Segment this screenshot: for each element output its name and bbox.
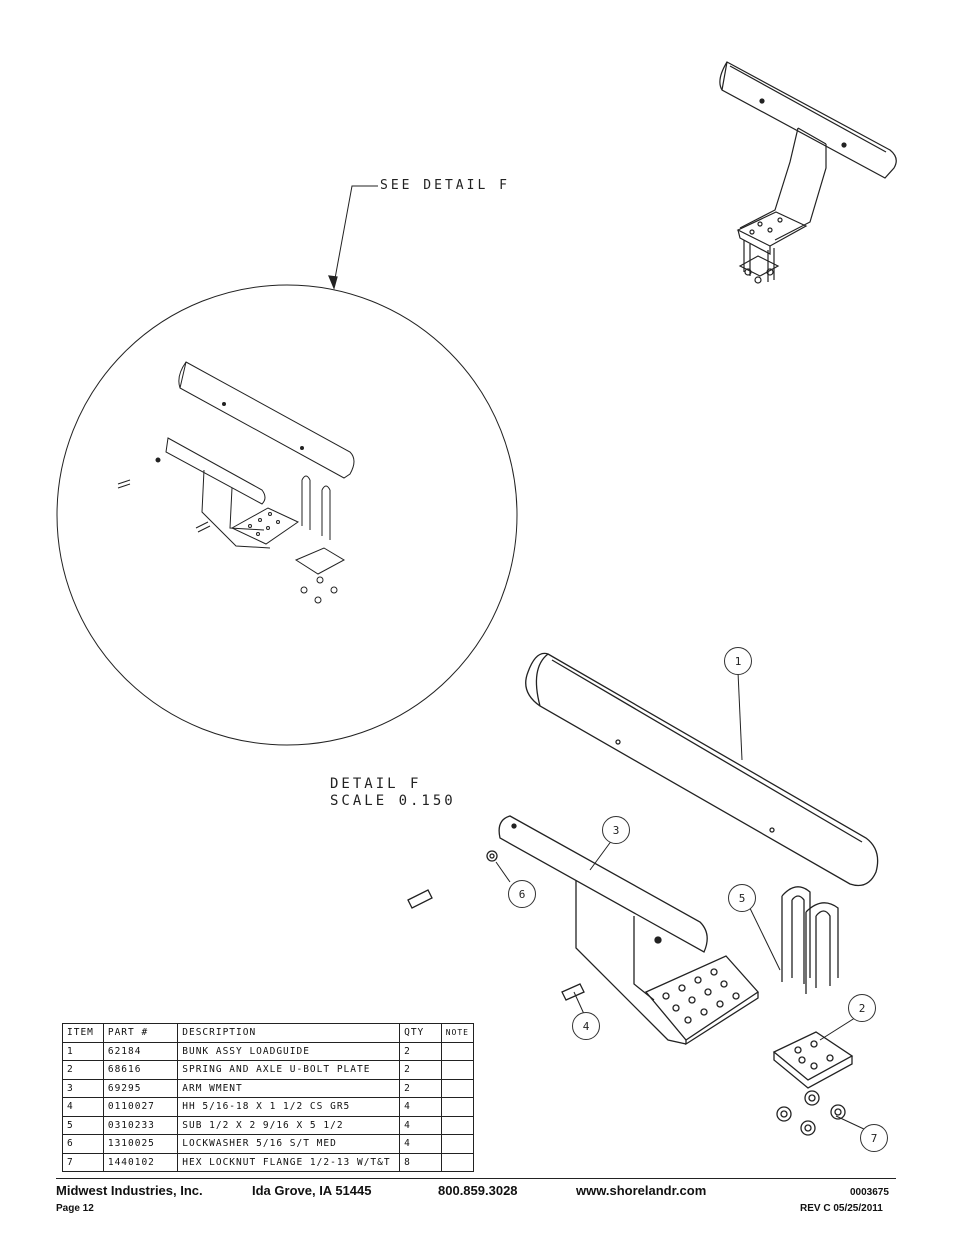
bom-cell: 4 [399, 1097, 442, 1117]
bom-cell: 1440102 [102, 1152, 179, 1172]
detail-scale: SCALE 0.150 [330, 793, 456, 809]
bom-cell: 0310233 [102, 1115, 179, 1135]
bom-cell: 2 [399, 1041, 442, 1061]
bom-header-note: NOTE [440, 1023, 475, 1043]
bom-cell: 6 [62, 1134, 104, 1154]
bom-cell: LOCKWASHER 5/16 S/T MED [177, 1134, 401, 1154]
see-detail-label: SEE DETAIL F [380, 178, 510, 193]
footer-website-link[interactable]: www.shorelandr.com [576, 1183, 707, 1198]
footer-divider [56, 1178, 896, 1179]
bom-cell [440, 1041, 475, 1061]
balloon-item-7: 7 [860, 1124, 888, 1152]
bom-cell: 3 [62, 1078, 104, 1098]
bom-cell: 8 [399, 1152, 442, 1172]
bom-cell: 69295 [102, 1078, 179, 1098]
footer-city: Ida Grove, IA 51445 [252, 1183, 372, 1198]
balloon-item-1: 1 [724, 647, 752, 675]
bom-cell [440, 1060, 475, 1080]
bom-cell [440, 1152, 475, 1172]
bom-cell: 62184 [102, 1041, 179, 1061]
bom-cell [440, 1115, 475, 1135]
footer-company: Midwest Industries, Inc. [56, 1183, 203, 1198]
bom-cell: 2 [62, 1060, 104, 1080]
bom-cell: 2 [399, 1060, 442, 1080]
bom-cell: 5 [62, 1115, 104, 1135]
bom-header-row: ITEM PART # DESCRIPTION QTY NOTE [62, 1023, 475, 1043]
bom-cell: 1 [62, 1041, 104, 1061]
bom-cell: ARM WMENT [177, 1078, 401, 1098]
bom-cell: HEX LOCKNUT FLANGE 1/2-13 W/T&T [177, 1152, 401, 1172]
bom-header-description: DESCRIPTION [177, 1023, 401, 1043]
bom-cell: BUNK ASSY LOADGUIDE [177, 1041, 401, 1061]
bom-cell [440, 1097, 475, 1117]
bom-header-qty: QTY [399, 1023, 442, 1043]
bom-cell: 7 [62, 1152, 104, 1172]
bom-cell [440, 1078, 475, 1098]
bom-cell: 4 [399, 1115, 442, 1135]
footer-revision: REV C 05/25/2011 [800, 1203, 883, 1214]
bom-cell: HH 5/16-18 X 1 1/2 CS GR5 [177, 1097, 401, 1117]
bom-cell: 4 [62, 1097, 104, 1117]
detail-assembly [117, 361, 355, 604]
see-detail-leader [333, 185, 378, 285]
balloon-item-4: 4 [572, 1012, 600, 1040]
bom-cell [440, 1134, 475, 1154]
bom-cell: 4 [399, 1134, 442, 1154]
bom-cell: 68616 [102, 1060, 179, 1080]
detail-circle [56, 284, 518, 746]
footer-page-number: Page 12 [56, 1203, 94, 1214]
bom-cell: 0110027 [102, 1097, 179, 1117]
detail-title: DETAIL F [330, 776, 422, 792]
exploded-view [407, 652, 879, 1136]
balloon-item-5: 5 [728, 884, 756, 912]
balloon-item-2: 2 [848, 994, 876, 1022]
balloon-item-6: 6 [508, 880, 536, 908]
bom-cell: 2 [399, 1078, 442, 1098]
bom-cell: SPRING AND AXLE U-BOLT PLATE [177, 1060, 401, 1080]
overview-assembly [719, 61, 897, 284]
balloon-item-3: 3 [602, 816, 630, 844]
bom-cell: 1310025 [102, 1134, 179, 1154]
footer-doc-number: 0003675 [850, 1187, 889, 1198]
balloon-leaders [495, 671, 867, 1131]
bom-cell: SUB 1/2 X 2 9/16 X 5 1/2 [177, 1115, 401, 1135]
bom-header-part: PART # [102, 1023, 179, 1043]
footer-phone: 800.859.3028 [438, 1183, 518, 1198]
bom-header-item: ITEM [62, 1023, 104, 1043]
